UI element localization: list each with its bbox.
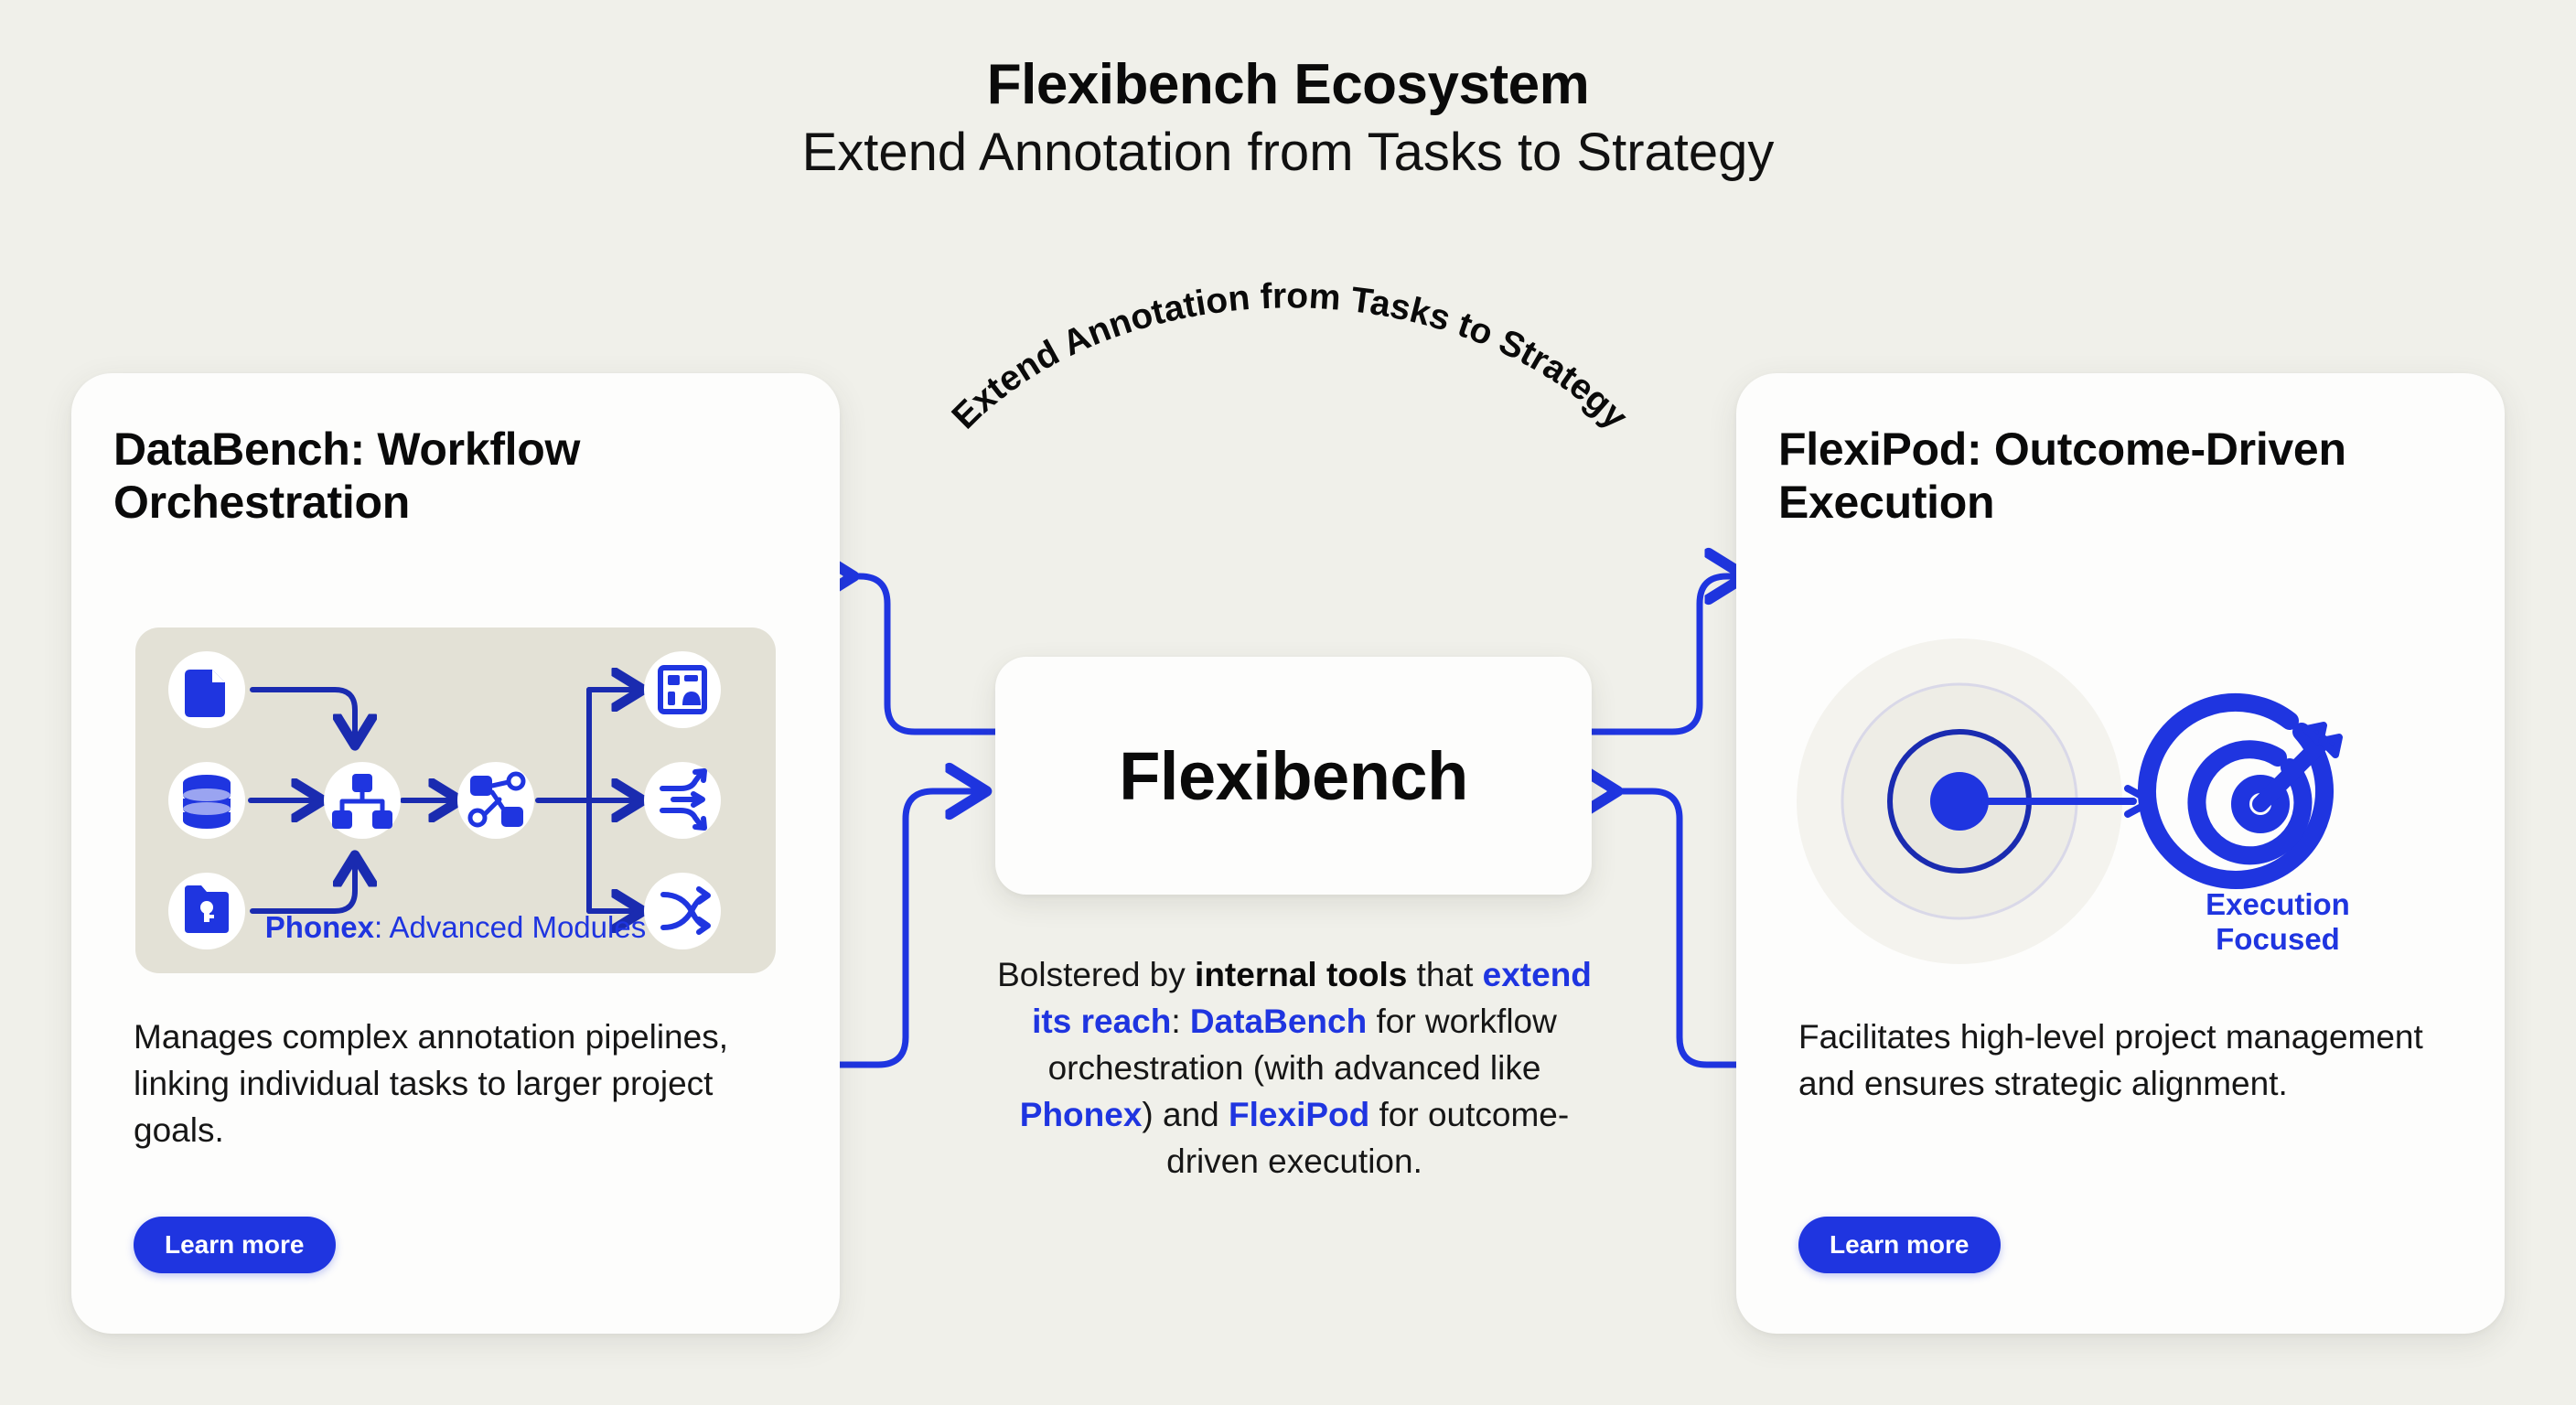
shuffle-arrows-icon xyxy=(660,886,711,935)
network-node-icon xyxy=(467,771,526,828)
workflow-caption-brand: Phonex xyxy=(264,910,374,944)
hub-desc-part5: ) and xyxy=(1142,1096,1229,1134)
hub-desc-highlight-flexipod: FlexiPod xyxy=(1229,1096,1370,1134)
hub-desc-highlight-databench: DataBench xyxy=(1189,1003,1368,1041)
locked-folder-icon xyxy=(185,885,229,933)
learn-more-button-databench[interactable]: Learn more xyxy=(134,1217,336,1273)
hub-desc-bold1: internal tools xyxy=(1195,956,1408,993)
hierarchy-node-icon xyxy=(332,774,392,829)
hub-desc-part6: for outcome-driven execution. xyxy=(1166,1096,1570,1181)
hub-label: Flexibench xyxy=(1119,737,1468,814)
connector-left-card-to-hub xyxy=(812,791,979,1068)
flexipod-caption-line2: Focused xyxy=(2216,922,2340,957)
page-header: Flexibench Ecosystem Extend Annotation f… xyxy=(0,53,2576,185)
chip-dashboard xyxy=(644,651,721,728)
hub-desc-highlight-reach: extend its reach xyxy=(1032,956,1592,1041)
document-icon xyxy=(185,670,225,717)
hub-desc-part3: : xyxy=(1171,1003,1190,1041)
hub-desc-part2: that xyxy=(1407,956,1483,993)
hub-desc-highlight-phonex: Phonex xyxy=(1019,1096,1143,1134)
branching-arrows-icon xyxy=(660,768,707,831)
connector-hub-to-right-card xyxy=(1588,576,1738,735)
dashboard-icon xyxy=(658,665,707,714)
flexipod-illustration xyxy=(1793,618,2433,984)
page-title: Flexibench Ecosystem xyxy=(986,53,1590,116)
card-databench-description: Manages complex annotation pipelines, li… xyxy=(134,1018,728,1150)
arc-label: Extend Annotation from Tasks to Strategy xyxy=(945,276,1636,436)
learn-more-button-flexipod[interactable]: Learn more xyxy=(1798,1217,2001,1273)
connector-hub-to-left-card xyxy=(846,576,999,735)
workflow-caption-rest: : Advanced Modules xyxy=(374,910,647,944)
flexipod-illustration-caption: Execution Focused xyxy=(2159,887,2397,958)
card-flexipod-description: Facilitates high-level project managemen… xyxy=(1798,1018,2423,1103)
hub-flexibench[interactable]: Flexibench xyxy=(995,657,1592,895)
target-diagram xyxy=(1797,638,2343,964)
card-databench-title: DataBench: Workflow Orchestration xyxy=(113,424,581,528)
workflow-illustration-panel xyxy=(135,627,776,973)
concentric-rings-icon xyxy=(1797,638,2122,964)
workflow-diagram xyxy=(168,651,721,949)
page-subtitle: Extend Annotation from Tasks to Strategy xyxy=(801,123,1775,183)
hub-desc-part4: for workflow orchestration (with advance… xyxy=(1047,1003,1557,1088)
flexipod-caption-line1: Execution xyxy=(2206,887,2350,921)
workflow-panel-caption: Phonex: Advanced Modules xyxy=(135,910,776,944)
arc-label-text: Extend Annotation from Tasks to Strategy xyxy=(945,276,1636,436)
hub-desc-part1: Bolstered by xyxy=(997,956,1196,993)
target-arrow-icon xyxy=(2138,692,2343,889)
card-flexipod-title: FlexiPod: Outcome-Driven Execution xyxy=(1778,424,2346,528)
database-icon xyxy=(183,775,231,829)
hub-description: Bolstered by internal tools that extend … xyxy=(979,951,1610,1185)
